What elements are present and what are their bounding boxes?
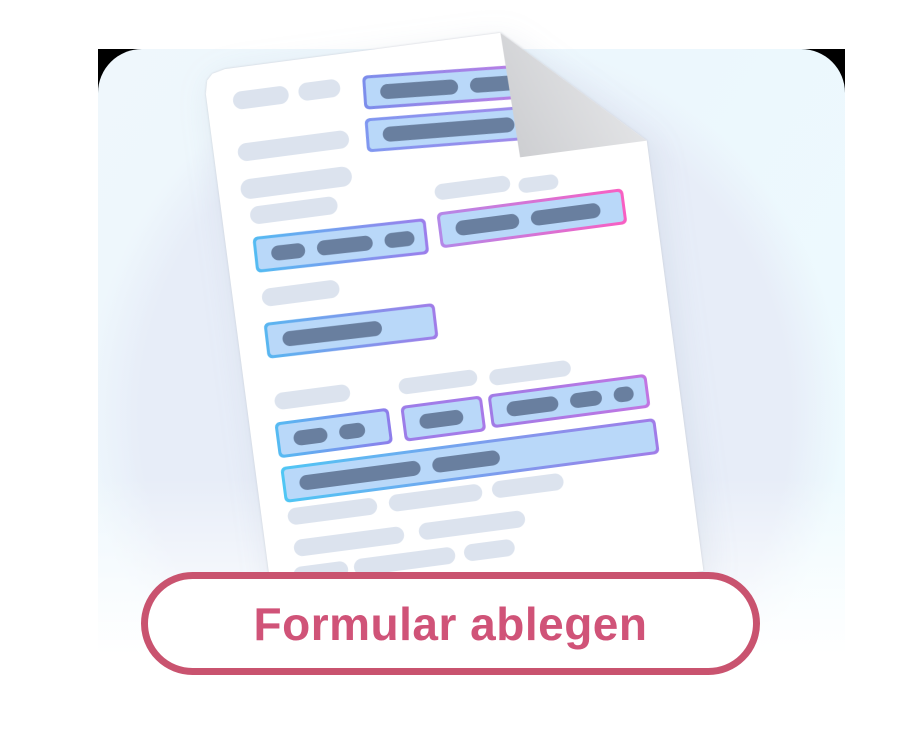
label-bar <box>237 130 350 162</box>
field-7 <box>400 395 486 441</box>
folded-corner-icon <box>500 16 646 158</box>
ink-bar <box>506 395 560 417</box>
form-document <box>203 16 703 627</box>
ink-bar <box>613 385 635 402</box>
text-line-bar <box>491 473 565 499</box>
field-fill <box>278 411 390 455</box>
ink-bar <box>338 421 366 439</box>
field-6 <box>274 408 393 459</box>
text-line-bar <box>418 510 526 541</box>
drop-form-button[interactable]: Formular ablegen <box>141 572 760 675</box>
ink-bar <box>316 235 373 256</box>
drop-form-button-label: Formular ablegen <box>253 597 648 650</box>
text-line-bar <box>388 483 483 512</box>
text-line-bar <box>463 538 516 562</box>
label-bar <box>488 360 571 387</box>
label-bar <box>232 85 290 110</box>
ink-bar <box>530 202 601 226</box>
field-4 <box>436 188 627 248</box>
label-bar <box>239 166 353 200</box>
ink-bar <box>293 426 329 445</box>
label-bar <box>274 384 352 411</box>
ink-bar <box>270 242 305 261</box>
form-document-content <box>203 16 630 72</box>
ink-bar <box>384 230 415 248</box>
ink-bar <box>419 409 465 430</box>
label-bar <box>261 279 341 307</box>
ink-bar <box>282 320 383 347</box>
ink-bar <box>298 460 421 491</box>
ink-bar <box>569 389 603 408</box>
label-bar <box>434 175 511 201</box>
field-fill <box>267 306 435 355</box>
text-line-bar <box>287 497 378 526</box>
ink-bar <box>380 79 459 99</box>
ink-bar <box>431 449 500 473</box>
field-fill <box>440 192 624 245</box>
ink-bar <box>382 116 515 141</box>
field-3 <box>252 218 429 273</box>
field-5 <box>264 303 439 359</box>
ink-bar <box>455 213 520 236</box>
label-bar <box>249 196 339 225</box>
label-bar <box>398 369 478 395</box>
form-document-sheet <box>203 16 703 627</box>
label-bar <box>518 174 560 194</box>
text-line-bar <box>293 526 405 557</box>
field-fill <box>404 399 483 439</box>
field-fill <box>256 221 426 269</box>
label-bar <box>297 78 341 101</box>
field-fill <box>491 377 647 425</box>
